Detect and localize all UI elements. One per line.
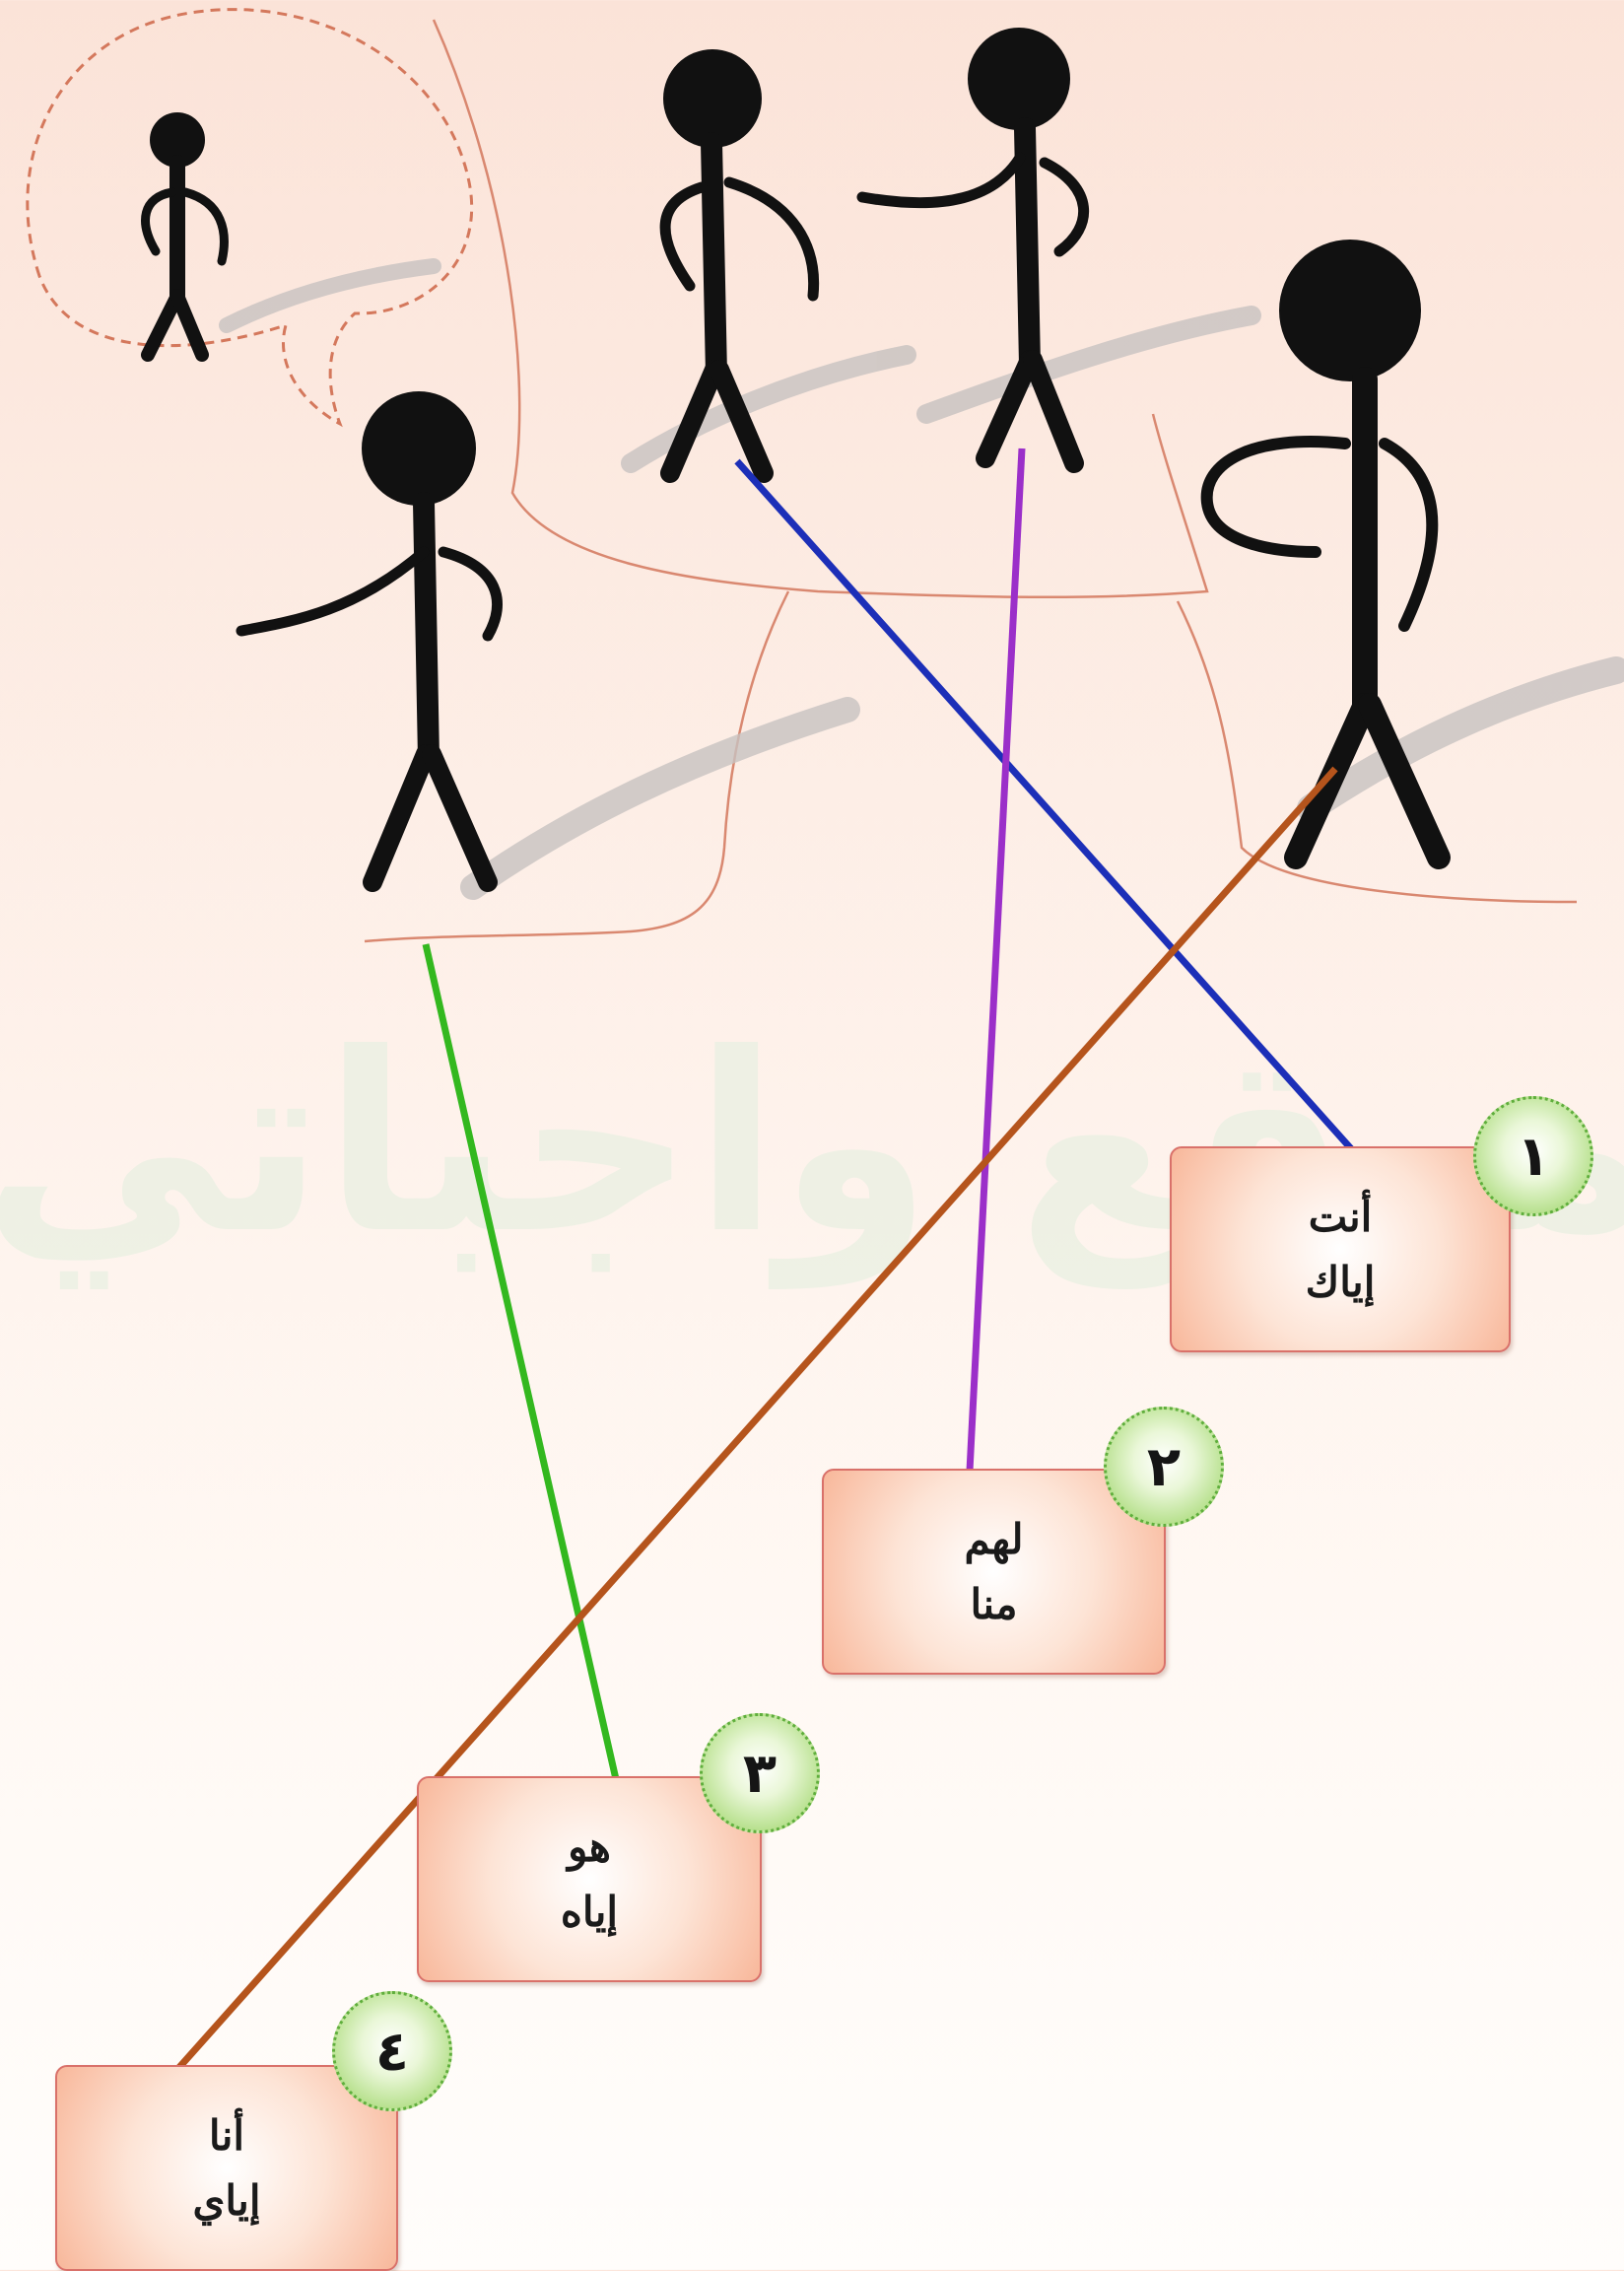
word-card-3[interactable]: هو إياه (417, 1776, 762, 1982)
floor-outline (364, 590, 790, 943)
card-3-word-bottom: إياه (560, 1887, 619, 1936)
stick-figure-middle (659, 49, 820, 483)
stick-figure-small (141, 112, 229, 362)
connector-line-2 (965, 447, 1026, 1491)
stick-figure-large (1200, 240, 1451, 869)
floor-outline (432, 19, 1209, 599)
number-badge-2: ٢ (1104, 1407, 1224, 1527)
word-card-4[interactable]: أنا إياي (55, 2065, 398, 2271)
number-badge-1: ١ (1473, 1096, 1593, 1216)
card-4-word-top: أنا (208, 2110, 245, 2160)
card-3-word-top: هو (568, 1822, 611, 1871)
word-card-2[interactable]: لهم منا (822, 1469, 1166, 1675)
number-badge-4: ٤ (332, 1991, 452, 2111)
word-card-1[interactable]: أنت إياك (1170, 1146, 1511, 1352)
connector-line-4 (155, 766, 1338, 2095)
connector-line-1 (734, 458, 1400, 1204)
card-1-word-top: أنت (1308, 1192, 1373, 1241)
number-badge-3: ٣ (700, 1713, 820, 1833)
floor-outline (1176, 600, 1578, 904)
figure-shadows (219, 258, 1624, 900)
stick-figure-left (236, 391, 503, 892)
badge-4-number: ٤ (374, 2019, 410, 2084)
badge-2-number: ٢ (1146, 1434, 1182, 1499)
thought-bubble (26, 8, 474, 428)
card-2-word-top: لهم (964, 1514, 1024, 1563)
connector-line-3 (422, 943, 620, 1780)
card-1-word-bottom: إياك (1305, 1257, 1376, 1306)
stick-figure-right-back (856, 28, 1089, 473)
card-2-word-bottom: منا (970, 1579, 1018, 1628)
badge-1-number: ١ (1516, 1124, 1551, 1189)
card-4-word-bottom: إياي (192, 2175, 261, 2225)
badge-3-number: ٣ (742, 1741, 778, 1806)
